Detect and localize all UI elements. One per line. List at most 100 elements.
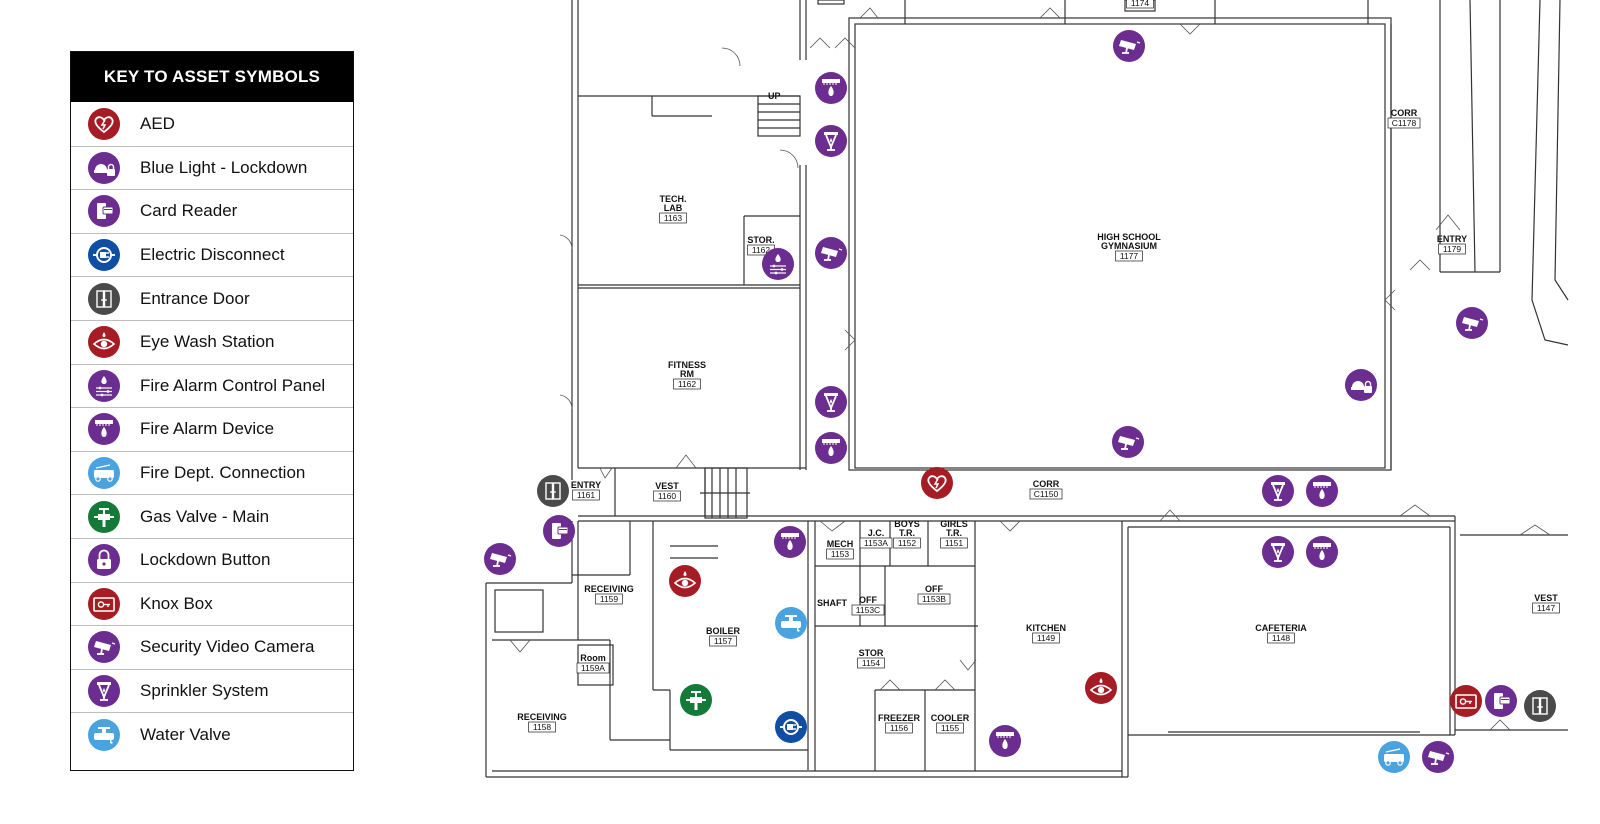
room-number: 1155 — [941, 723, 960, 733]
room-number: 1148 — [1272, 633, 1291, 643]
legend-item-label: Fire Dept. Connection — [140, 463, 306, 483]
fire-alarm-device-marker[interactable] — [989, 725, 1021, 757]
sprinkler-icon — [88, 675, 120, 708]
room-number: C1150 — [1034, 489, 1059, 499]
knox-box-icon — [88, 587, 120, 620]
knox-box-marker[interactable] — [1450, 685, 1482, 717]
card-reader-marker[interactable] — [1485, 685, 1517, 717]
room-number: 1159A — [581, 663, 605, 673]
door-swings — [509, 7, 1551, 731]
room-name: STOR — [859, 648, 884, 658]
legend-item-label: Eye Wash Station — [140, 332, 275, 352]
room-name: TECH. — [660, 194, 687, 204]
knox-box-icon — [88, 587, 120, 620]
legend-item: Electric Disconnect — [71, 232, 353, 277]
fire-dept-connection-icon — [88, 457, 120, 490]
blue-light-lockdown-marker[interactable] — [1345, 369, 1377, 401]
room-number-box — [826, 548, 854, 560]
sprinkler-marker[interactable] — [815, 386, 847, 418]
legend-item: Fire Alarm Control Panel — [71, 363, 353, 408]
water-valve-icon — [88, 718, 120, 751]
room-number-box — [851, 604, 885, 616]
room-number-box — [940, 537, 968, 549]
room-name: Room — [580, 653, 606, 663]
security-camera-marker[interactable] — [815, 237, 847, 269]
fire-dept-connection-marker[interactable] — [1378, 741, 1410, 773]
legend-item: AED — [71, 102, 353, 146]
fire-alarm-device-marker[interactable] — [815, 72, 847, 104]
legend-item-label: Card Reader — [140, 201, 238, 221]
room-number: 1153B — [922, 594, 946, 604]
gas-valve-icon — [88, 500, 120, 533]
legend-item: Gas Valve - Main — [71, 494, 353, 538]
room-name: OFF — [925, 584, 943, 594]
security-camera-marker[interactable] — [484, 543, 516, 575]
room-name: GIRLS — [940, 519, 968, 529]
sprinkler-marker[interactable] — [1262, 536, 1294, 568]
sprinkler-marker[interactable] — [1262, 475, 1294, 507]
blue-light-lockdown-icon — [88, 151, 120, 184]
legend-item: Knox Box — [71, 581, 353, 626]
legend-item: Security Video Camera — [71, 625, 353, 669]
eye-wash-marker[interactable] — [1085, 672, 1117, 704]
legend-item-label: Entrance Door — [140, 288, 250, 308]
legend-item: Blue Light - Lockdown — [71, 145, 353, 190]
gas-valve-marker[interactable] — [680, 684, 712, 716]
room-number: 1162 — [678, 379, 697, 389]
aed-icon — [88, 107, 120, 140]
room-number: 1154 — [862, 658, 881, 668]
security-camera-marker[interactable] — [1422, 741, 1454, 773]
blue-light-lockdown-icon — [88, 151, 120, 184]
fire-alarm-control-panel-icon — [88, 369, 120, 402]
fire-alarm-control-panel-marker[interactable] — [762, 248, 794, 280]
walls — [485, 0, 1569, 778]
water-valve-marker[interactable] — [775, 607, 807, 639]
entrance-door-marker[interactable] — [1524, 690, 1556, 722]
eye-wash-marker[interactable] — [669, 565, 701, 597]
room-name: BOILER — [706, 626, 741, 636]
room-name: RECEIVING — [517, 712, 567, 722]
fire-alarm-device-marker[interactable] — [774, 526, 806, 558]
fire-alarm-device-marker[interactable] — [815, 432, 847, 464]
room-name: VEST — [1534, 593, 1558, 603]
card-reader-marker[interactable] — [543, 515, 575, 547]
legend-item: Fire Dept. Connection — [71, 450, 353, 495]
legend-item-label: Water Valve — [140, 724, 231, 744]
room-number-box — [857, 657, 885, 669]
sprinkler-marker[interactable] — [815, 125, 847, 157]
room-number-box — [709, 635, 737, 647]
entrance-door-marker[interactable] — [537, 475, 569, 507]
aed-marker[interactable] — [921, 467, 953, 499]
security-camera-marker[interactable] — [1112, 426, 1144, 458]
room-number: 1153C — [856, 605, 880, 615]
room-number-box — [1438, 243, 1466, 255]
legend-item: Entrance Door — [71, 276, 353, 320]
electric-disconnect-marker[interactable] — [775, 711, 807, 743]
security-camera-marker[interactable] — [1113, 30, 1145, 62]
room-name: RM — [680, 369, 694, 379]
fire-alarm-device-marker[interactable] — [1306, 536, 1338, 568]
room-name: RECEIVING — [584, 584, 634, 594]
room-number: 1179 — [1443, 244, 1462, 254]
legend-item: Fire Alarm Device — [71, 407, 353, 451]
fire-alarm-device-marker[interactable] — [1306, 475, 1338, 507]
room-name: CORR — [1391, 108, 1418, 118]
room-name: HIGH SCHOOL — [1097, 232, 1161, 242]
security-camera-marker[interactable] — [1456, 307, 1488, 339]
fire-alarm-device-icon — [88, 413, 120, 446]
room-name: ENTRY — [1437, 234, 1467, 244]
card-reader-icon — [88, 195, 120, 228]
room-number: 1153 — [831, 549, 850, 559]
